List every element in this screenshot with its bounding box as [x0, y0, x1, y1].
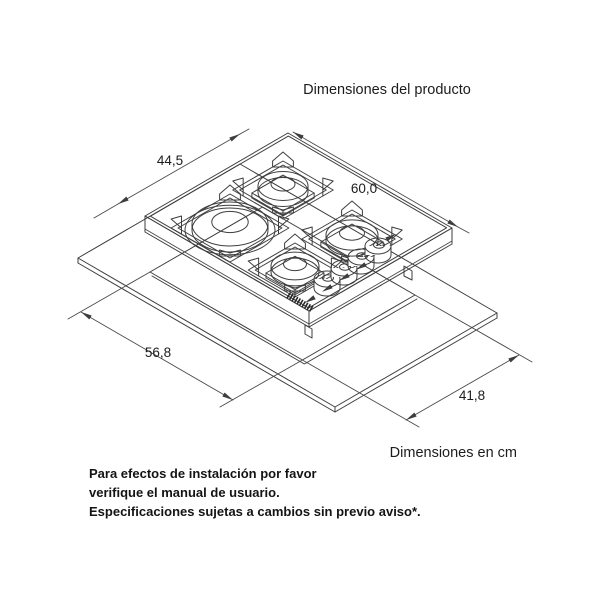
burner-grate	[170, 184, 290, 263]
burner-grate	[232, 151, 334, 220]
control-knob	[356, 234, 396, 270]
countertop-surface	[77, 163, 498, 413]
dimension-label-cutout-depth: 41,8	[459, 388, 485, 403]
units-note: Dimensiones en cm	[390, 445, 517, 461]
footer-note-line2: verifique el manual de usuario.	[89, 485, 280, 500]
cooktop-drawing	[144, 132, 453, 339]
dimension-label-product-width: 60,0	[351, 181, 377, 196]
footer-note-line3: Especificaciones sujetas a cambios sin p…	[89, 504, 421, 519]
diagram-title: Dimensiones del producto	[303, 82, 471, 98]
dimension-label-cutout-width: 56,8	[145, 345, 171, 360]
dimension-label-product-depth: 44,5	[157, 153, 183, 168]
dimension-lines	[67, 128, 533, 428]
footer-note-line1: Para efectos de instalación por favor	[89, 466, 317, 481]
